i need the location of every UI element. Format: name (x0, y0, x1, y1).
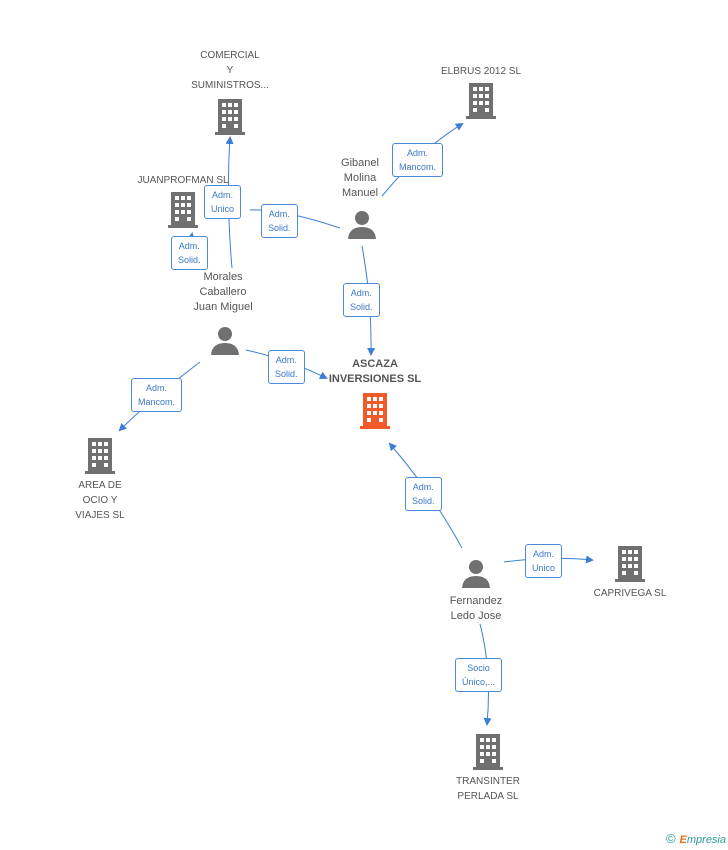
person-icon (348, 211, 376, 239)
edge-label-morales-juanprofman[interactable]: Adm. Solid. (171, 236, 208, 270)
company-label: CAPRIVEGA SL (593, 588, 667, 599)
company-caprivega[interactable]: CAPRIVEGA SL (580, 546, 680, 601)
copyright-icon: © (665, 831, 676, 846)
edge-label-morales-ascaza[interactable]: Adm. Solid. (268, 350, 305, 384)
building-icon (473, 734, 503, 770)
person-label: Fernandez Ledo Jose (449, 595, 503, 622)
edge-label-morales-area[interactable]: Adm. Mancom. (131, 378, 183, 412)
edge-label-fernandez-ascaza[interactable]: Adm. Solid. (405, 477, 442, 511)
building-icon (85, 438, 115, 474)
edge-label-gibanel-juanprofman[interactable]: Adm. Solid. (261, 204, 298, 238)
edge-label-gibanel-ascaza[interactable]: Adm. Solid. (343, 283, 380, 317)
company-label: TRANSINTER PERLADA SL (456, 776, 520, 802)
company-label: JUANPROFMAN SL (137, 175, 229, 186)
edge-label-fernandez-transinter[interactable]: Socio Único,... (455, 658, 503, 692)
building-icon (168, 192, 198, 228)
company-ascaza[interactable]: ASCAZA INVERSIONES SL (315, 357, 435, 429)
edge-label-morales-comercial[interactable]: Adm. Unico (204, 185, 242, 219)
edge-label-fernandez-caprivega[interactable]: Adm. Unico (525, 544, 563, 578)
building-icon (615, 546, 645, 582)
person-label: Gibanel Molina Manuel (341, 157, 379, 199)
footer-brand: ©Empresia (666, 831, 726, 846)
person-icon (462, 560, 490, 588)
company-juanprofman[interactable]: JUANPROFMAN SL (128, 173, 238, 228)
person-label: Morales Caballero Juan Miguel (193, 271, 253, 313)
person-gibanel[interactable]: Gibanel Molina Manuel (322, 156, 402, 239)
company-label: COMERCIAL Y SUMINISTROS... (191, 50, 269, 91)
person-fernandez[interactable]: Fernandez Ledo Jose (434, 558, 518, 624)
person-morales[interactable]: Morales Caballero Juan Miguel (178, 270, 268, 355)
building-icon (466, 83, 496, 119)
company-label: ELBRUS 2012 SL (440, 66, 522, 77)
brand-name: mpresia (686, 834, 726, 846)
company-elbrus[interactable]: ELBRUS 2012 SL (426, 64, 536, 119)
company-label: AREA DE OCIO Y VIAJES SL (75, 480, 125, 521)
company-label: ASCAZA INVERSIONES SL (328, 358, 422, 385)
edge-label-gibanel-elbrus[interactable]: Adm. Mancom. (392, 143, 444, 177)
company-area-de-ocio[interactable]: AREA DE OCIO Y VIAJES SL (50, 438, 150, 523)
company-transinter[interactable]: TRANSINTER PERLADA SL (438, 734, 538, 804)
brand-initial: E (679, 834, 687, 846)
building-icon (360, 393, 390, 429)
building-icon (215, 99, 245, 135)
company-comercial[interactable]: COMERCIAL Y SUMINISTROS... (180, 48, 280, 135)
person-icon (211, 327, 239, 355)
